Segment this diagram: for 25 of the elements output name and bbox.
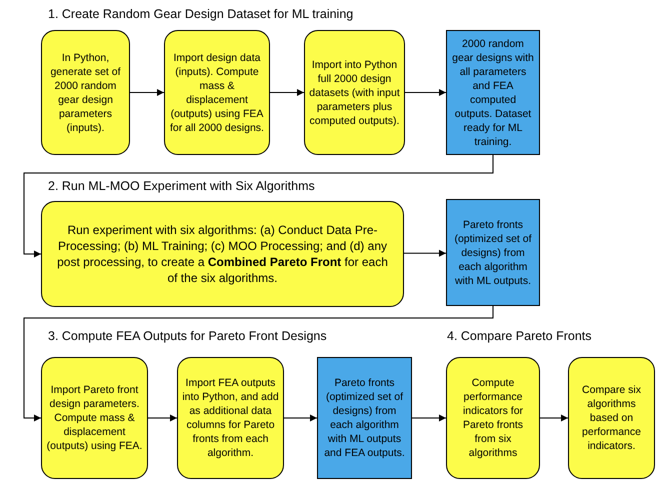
process-box: Import design data (inputs). Compute mass & displacement (outputs) using FEA for all 2000 designs.	[164, 30, 270, 155]
arrow	[404, 89, 446, 96]
arrow	[148, 414, 178, 422]
section-heading: 4. Compare Pareto Fronts	[447, 328, 592, 344]
arrow	[24, 154, 494, 258]
process-box: In Python, generate set of 2000 random gear design parameters (inputs).	[41, 30, 130, 155]
arrow	[540, 414, 568, 422]
data-box: 2000 random gear designs with all parameters and FEA computed outputs. Dataset ready for ML training.	[446, 30, 540, 155]
process-box: Compare six algorithms based on performance indicators.	[568, 357, 655, 479]
section-heading: 3. Compute FEA Outputs for Pareto Front Designs	[48, 328, 327, 344]
process-box: Import into Python full 2000 design datasets (with input parameters plus computed outputs).	[304, 30, 405, 155]
data-box: Pareto fronts (optimized set of designs) from each algorithm with ML outputs and FEA outputs.	[317, 357, 412, 479]
process-box: Run experiment with six algorithms: (a) Conduct Data Pre-Processing; (b) ML Training; (c) MOO Processing; and (d) any post processing, to create a Combined Pareto Front for each of the six algorithms.	[41, 201, 404, 307]
arrow	[24, 306, 494, 422]
section-heading: 2. Run ML-MOO Experiment with Six Algorithms	[48, 178, 315, 194]
arrow	[404, 250, 446, 257]
arrow	[130, 89, 164, 96]
arrow	[284, 414, 318, 422]
process-box: Import Pareto front design parameters. Compute mass & displacement (outputs) using FEA.	[41, 357, 148, 479]
process-box: Compute performance indicators for Pareto fronts from six algorithms	[446, 357, 540, 479]
process-box: Import FEA outputs into Python, and add as additional data columns for Pareto fronts from each algorithm.	[177, 357, 284, 479]
data-box: Pareto fronts (optimized set of designs) from each algorithm with ML outputs.	[446, 199, 540, 306]
arrow	[270, 89, 304, 96]
section-heading: 1. Create Random Gear Design Dataset for ML training	[48, 6, 354, 22]
arrow	[412, 414, 446, 422]
